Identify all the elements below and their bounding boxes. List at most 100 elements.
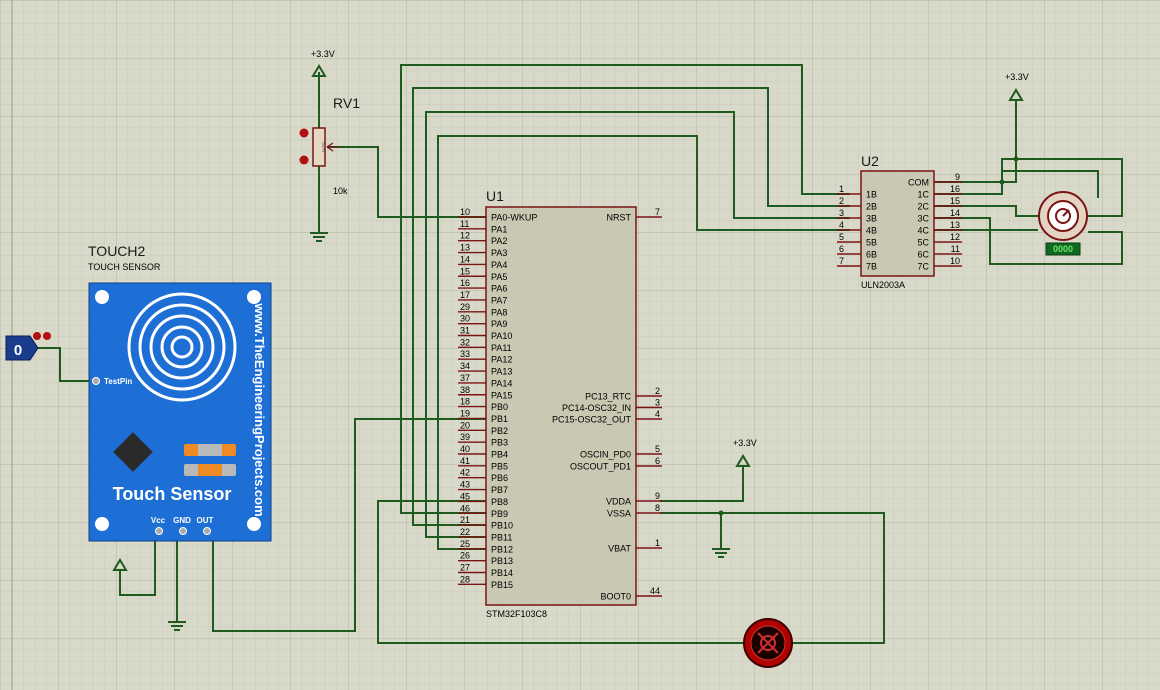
driver-pin-number: 16	[950, 184, 960, 194]
pot-adjust-buttons[interactable]	[299, 128, 309, 165]
mcu-pin-name: PB7	[491, 485, 508, 495]
pin-label-gnd: GND	[173, 516, 191, 525]
mcu-pin-number: 46	[460, 503, 470, 513]
driver-pin-number: 11	[951, 244, 960, 254]
mcu-pin-name: PA0-WKUP	[491, 213, 537, 223]
driver-pin-number: 1	[839, 184, 844, 194]
mcu-pin-number: 34	[460, 361, 470, 371]
mount-hole-tl	[95, 290, 109, 304]
mcu-pin-number: 6	[655, 456, 660, 466]
driver-pin-name: 3C	[917, 214, 929, 224]
mcu-pin-number: 20	[460, 420, 470, 430]
driver-pin-number: 9	[955, 172, 960, 182]
pin-label-vcc: Vcc	[151, 516, 166, 525]
driver-pin-name: 2B	[866, 202, 877, 212]
mcu-u1[interactable]: U1 10PA0-WKUP11PA112PA213PA314PA415PA516…	[458, 188, 662, 619]
mcu-pin-number: 19	[460, 408, 470, 418]
mcu-pin-name: VBAT	[608, 544, 631, 554]
mcu-pin-name: PB5	[491, 461, 508, 471]
driver-pin-number: 5	[839, 232, 844, 242]
mcu-body	[485, 206, 637, 606]
mcu-pin-number: 18	[460, 397, 470, 407]
mcu-pin-number: 40	[460, 444, 470, 454]
mount-hole-tr	[247, 290, 261, 304]
driver-part: ULN2003A	[861, 280, 905, 290]
mcu-pin-number: 2	[655, 386, 660, 396]
mcu-pin-name: PB0	[491, 402, 508, 412]
mcu-pin-number: 22	[460, 527, 470, 537]
stepper-readout-box	[1045, 242, 1081, 256]
supply-label-pot: +3.3V	[311, 49, 335, 59]
mount-hole-bl	[95, 517, 109, 531]
driver-pin-name: 7C	[917, 262, 929, 272]
driver-pin-name: 3B	[866, 214, 877, 224]
wire-3c	[934, 217, 1123, 265]
stepper-pointer	[1062, 209, 1070, 217]
mcu-pin-name: PA11	[491, 343, 512, 353]
supply-arrow-pot	[311, 64, 327, 77]
pot-position: 51%	[320, 142, 326, 153]
dc-motor-shaft	[760, 635, 776, 651]
mcu-pin-name: PC14-OSC32_IN	[562, 403, 631, 413]
mcu-pin-name: PA3	[491, 248, 507, 258]
wires	[38, 64, 1123, 644]
wire-pot-pa0	[327, 146, 486, 218]
supply-arrow-touch	[112, 558, 128, 571]
driver-pin-name: COM	[908, 178, 929, 188]
probe-toggle-1[interactable]	[33, 332, 41, 340]
mcu-pin-name: VSSA	[607, 509, 631, 519]
mcu-pin-number: 43	[460, 480, 470, 490]
dc-motor-blade-2	[757, 632, 779, 654]
supply-label-uln: +3.3V	[1005, 72, 1029, 82]
mcu-pin-name: PB13	[491, 556, 513, 566]
wire-pb8-1b	[400, 64, 850, 514]
mcu-pin-name: PA6	[491, 284, 507, 294]
driver-pin-number: 12	[950, 232, 960, 242]
stepper-shaft	[1055, 208, 1071, 224]
probe-toggle-2[interactable]	[43, 332, 51, 340]
mcu-pin-number: 45	[460, 491, 470, 501]
driver-pin-number: 15	[950, 196, 960, 206]
testpin-label: TestPin	[104, 377, 132, 386]
mcu-pin-name: PA4	[491, 260, 507, 270]
wire-junctions	[718, 156, 1019, 516]
mcu-pin-name: PB1	[491, 414, 508, 424]
pin-dot-vcc	[155, 527, 163, 535]
mcu-pin-number: 30	[460, 314, 470, 324]
mcu-pin-name: BOOT0	[600, 592, 631, 602]
touch-ref: TOUCH2	[88, 243, 146, 259]
mcu-pin-number: 5	[655, 444, 660, 454]
driver-pin-name: 4C	[917, 226, 929, 236]
mcu-pin-number: 32	[460, 337, 470, 347]
logic-state-probe[interactable]: 0	[5, 332, 51, 361]
mcu-pin-name: PB10	[491, 521, 513, 531]
stepper-readout: 0000	[1053, 244, 1073, 254]
ground-vssa	[712, 548, 730, 558]
potentiometer-rv1[interactable]: RV1 51% 10k	[299, 95, 361, 196]
mcu-pin-name: PA15	[491, 390, 512, 400]
stepper-motor[interactable]: 0000	[1038, 191, 1088, 256]
driver-pin-name: 2C	[917, 202, 929, 212]
mcu-pin-name: PA12	[491, 355, 512, 365]
dc-motor[interactable]	[743, 618, 793, 668]
mcu-pin-name: PB9	[491, 509, 508, 519]
touch-sensor[interactable]: TOUCH2 TOUCH SENSOR www.TheEngineeringPr…	[88, 243, 272, 542]
smd-part-1-pad	[198, 444, 222, 456]
mcu-pin-name: PB4	[491, 450, 508, 460]
mount-hole-br	[247, 517, 261, 531]
mcu-pin-number: 14	[460, 254, 470, 264]
mcu-pin-number: 38	[460, 385, 470, 395]
mcu-pin-number: 1	[655, 538, 660, 548]
mcu-pin-number: 16	[460, 278, 470, 288]
mcu-ref: U1	[486, 188, 504, 204]
driver-pin-number: 7	[839, 256, 844, 266]
mcu-pin-name: PA9	[491, 319, 507, 329]
mcu-pin-name: PA10	[491, 331, 512, 341]
mcu-pin-number: 39	[460, 432, 470, 442]
pot-value: 10k	[333, 186, 348, 196]
wire-vdda	[660, 466, 744, 502]
mcu-pin-number: 7	[655, 207, 660, 217]
mcu-pin-number: 41	[460, 456, 470, 466]
